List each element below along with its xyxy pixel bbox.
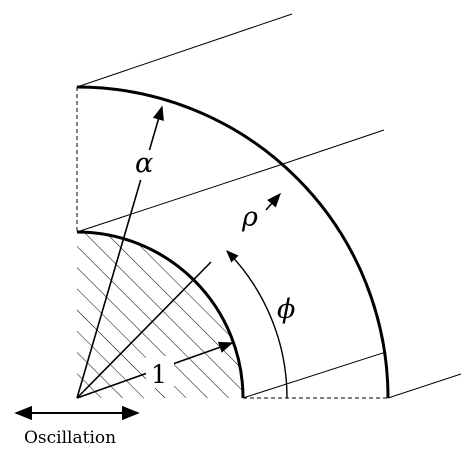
rho-label: ρ <box>241 202 258 233</box>
outer-boundary-arc <box>76 85 390 399</box>
phi-label: ϕ <box>277 294 295 325</box>
rho-radial-line <box>76 261 212 399</box>
phi-angle-arc <box>226 250 288 399</box>
rho-direction-arrow <box>265 192 281 211</box>
inner-boundary-arc <box>76 230 245 399</box>
alpha-label: α <box>135 148 153 179</box>
oscillation-label: Oscillation <box>24 428 116 448</box>
perspective-lines <box>76 13 462 399</box>
dashed-edges <box>76 87 388 399</box>
unit-radius-label: 1 <box>151 360 167 389</box>
